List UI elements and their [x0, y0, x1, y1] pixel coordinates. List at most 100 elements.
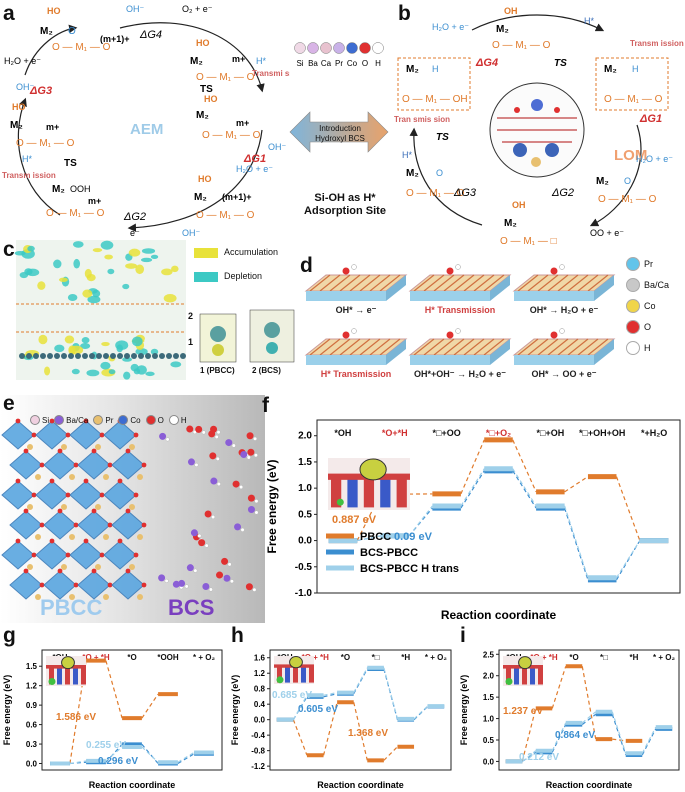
step-label: *O + *H — [530, 653, 558, 662]
lom-highlight-box — [397, 57, 471, 111]
panel-letter-d: d — [300, 254, 313, 277]
legend-atom-pr — [333, 42, 345, 54]
legend-label: PBCC — [360, 531, 391, 543]
y-tick-label: -0.8 — [251, 747, 265, 756]
plot-frame — [41, 649, 223, 771]
panel-d-legend-item: Co — [626, 299, 685, 313]
aem-ts-label: TS — [64, 158, 77, 169]
svg-text:O — M₁ — O: O — M₁ — O — [52, 42, 111, 53]
legend-label-co: Co — [347, 59, 358, 68]
x-axis-label: Reaction coordinate — [441, 608, 557, 622]
legend-atom-label: Pr — [644, 259, 653, 269]
legend-atom-swatch — [168, 415, 179, 425]
step-label: *H — [401, 653, 410, 662]
y-tick-label: 0.0 — [26, 760, 38, 769]
svg-text:O — M₁ — O: O — M₁ — O — [196, 72, 255, 83]
svg-text:O — M₁ — O: O — M₁ — O — [406, 188, 465, 199]
lom-h2o-label: H₂O + e⁻ — [432, 22, 469, 32]
aem-dG4: ΔG4 — [139, 29, 162, 41]
y-tick-label: 0.5 — [298, 509, 312, 520]
series-connector — [564, 476, 589, 493]
legend-atom-swatch — [626, 341, 640, 355]
y-axis-label: Free energy (eV) — [459, 675, 469, 746]
panel-letter-c: c — [3, 238, 15, 261]
y-tick-label: 0.0 — [483, 757, 495, 766]
aem-cycle-arc — [17, 97, 61, 216]
energy-annotation: 1.368 eV — [348, 728, 388, 739]
svg-text:M₂: M₂ — [596, 176, 609, 187]
series-connector — [641, 726, 657, 754]
energy-annotation: 0.255 eV — [86, 740, 126, 751]
svg-text:HO: HO — [47, 6, 61, 16]
aem-o2-label: O₂ + e⁻ — [182, 4, 213, 14]
legend-atom-label: Si — [42, 415, 50, 425]
aem-molecule-right: HO M₂ m+ O — M₁ — O — [190, 38, 255, 83]
arrow-label-line2: Hydroxyl BCS — [315, 134, 365, 143]
series-connector — [564, 505, 589, 578]
series-connector — [177, 751, 195, 763]
charge-density-slab — [14, 240, 295, 380]
svg-text:O — M₁ — O: O — M₁ — O — [46, 208, 105, 219]
legend-accumulation-label: Accumulation — [224, 247, 279, 257]
energy-annotation: 0.09 eV — [394, 531, 433, 543]
aem-molecule-bottom: M₂ OOH m+ O — M₁ — O — [46, 184, 105, 219]
series-connector — [383, 667, 399, 720]
charge-density-blobs — [14, 240, 186, 380]
lom-molecule-left: M₂ H O — M₁ — OH — [402, 64, 468, 105]
lom-title: LOM — [614, 147, 647, 164]
legend-atom-si — [294, 42, 306, 54]
y-tick-label: 0.5 — [483, 736, 495, 745]
mechanism-caption: H* Transmission — [425, 305, 496, 315]
plot-frame — [498, 649, 680, 771]
svg-text:HO: HO — [12, 102, 26, 112]
legend-label-ba: Ba — [308, 59, 318, 68]
legend-atom-h — [372, 42, 384, 54]
mechanism-slab — [408, 328, 512, 365]
legend-atom-swatch — [93, 415, 104, 425]
label-bcs: BCS — [168, 595, 215, 620]
y-tick-label: -0.4 — [251, 731, 265, 740]
lom-transmission-label: Transm ission — [630, 39, 684, 48]
lom-transmission-label: Tran smis sion — [394, 115, 450, 124]
panel-d-legend-item: Ba/Ca — [626, 278, 685, 292]
legend-atom-label: Ba/Ca — [644, 280, 670, 290]
lom-hstar-label: H* — [584, 16, 594, 26]
y-axis-label: Free energy (eV) — [2, 675, 12, 746]
energy-annotation: 0.887 eV — [332, 514, 377, 526]
series-connector — [323, 691, 338, 696]
lom-oo-label: OO + e⁻ — [590, 228, 624, 238]
aem-molecule-top: HO M₂ O O — M₁ — O (m+1)+ — [40, 6, 130, 53]
aem-dG2: ΔG2 — [123, 211, 146, 223]
aem-transmission-label: Transm ission — [2, 171, 56, 180]
aem-ohminus-label: OH⁻ — [16, 82, 35, 92]
svg-text:m+: m+ — [46, 122, 59, 132]
aem-molecule-bottom-right: HO M₂ (m+1)+ O — M₁ — O — [194, 174, 255, 221]
series-connector — [322, 702, 338, 756]
series-connector — [612, 738, 626, 742]
svg-text:O — M₁ — O: O — M₁ — O — [598, 194, 657, 205]
svg-text:M₂: M₂ — [196, 110, 209, 121]
layer-label-2: 2 — [188, 311, 194, 321]
legend-atom-swatch — [626, 257, 640, 271]
step-label: *+H₂O — [641, 428, 667, 438]
series-connector — [413, 705, 429, 720]
y-tick-label: 2.0 — [483, 672, 495, 681]
arrow-label-line1: Introduction — [319, 124, 361, 133]
mechanism-slab — [304, 328, 408, 365]
svg-text:m+: m+ — [232, 54, 245, 64]
y-axis-label: Free energy (eV) — [230, 675, 240, 746]
series-connector — [353, 702, 368, 761]
series-connector — [353, 667, 368, 693]
legend-label-si: Si — [296, 59, 303, 68]
legend-atom-label: H — [644, 343, 651, 353]
energy-annotation: 0.605 eV — [298, 704, 338, 715]
lom-molecule-top: OH M₂ O — M₁ — O — [492, 6, 551, 51]
svg-text:O — M₁ — O: O — M₁ — O — [202, 130, 261, 141]
lom-highlight-box — [595, 57, 669, 111]
lom-molecule-right: M₂ H O — M₁ — O — [604, 64, 663, 105]
step-label: *H — [630, 653, 639, 662]
